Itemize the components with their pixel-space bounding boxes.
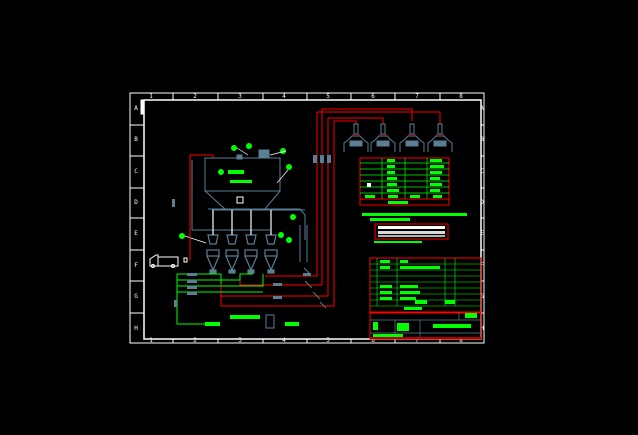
receiving-station <box>370 123 396 152</box>
row-label: D <box>480 199 484 206</box>
row-label: D <box>134 199 138 206</box>
storage-silo <box>191 149 306 240</box>
title-block <box>369 311 482 340</box>
receiving-stations <box>343 123 453 152</box>
column-label: 2 <box>193 93 197 100</box>
legend-table <box>359 157 450 206</box>
row-label: E <box>480 230 484 237</box>
column-label: 3 <box>238 93 242 100</box>
column-label: 5 <box>326 93 330 100</box>
notes-text <box>362 213 467 243</box>
column-label: 5 <box>326 337 330 344</box>
row-label: G <box>480 293 484 300</box>
column-label: 1 <box>149 337 153 344</box>
column-label: 7 <box>415 93 419 100</box>
weighing-hopper <box>264 210 278 274</box>
column-label: 8 <box>459 337 463 344</box>
frame-ticks <box>130 93 484 343</box>
column-labels: 1 1 2 2 3 3 4 4 5 5 6 6 7 7 8 8 <box>149 93 463 344</box>
column-label: 4 <box>282 93 286 100</box>
row-label: A <box>480 105 484 112</box>
row-label: B <box>134 136 138 143</box>
row-label: F <box>480 262 484 269</box>
weighing-hoppers <box>206 210 278 274</box>
valve-symbols <box>299 225 327 309</box>
silo-leader-lines <box>184 147 289 244</box>
silo-fan-icon <box>236 196 244 204</box>
column-label: 7 <box>415 337 419 344</box>
silo-labels <box>179 143 296 243</box>
column-label: 4 <box>282 337 286 344</box>
row-label: E <box>134 230 138 237</box>
column-label: 6 <box>371 337 375 344</box>
red-pipelines <box>189 108 441 307</box>
notes-box <box>374 223 449 240</box>
row-label: B <box>480 136 484 143</box>
row-label: C <box>134 168 138 175</box>
column-label: 8 <box>459 93 463 100</box>
column-label: 2 <box>193 337 197 344</box>
parts-list-table <box>369 257 482 314</box>
weighing-hopper <box>225 210 239 274</box>
tanker-truck <box>149 254 188 268</box>
green-components <box>205 315 299 326</box>
row-label: F <box>134 262 138 269</box>
weighing-hopper <box>244 210 258 274</box>
column-label: 6 <box>371 93 375 100</box>
row-label: H <box>480 325 484 332</box>
row-labels: A A B B C C D D E E F F G G H H <box>134 105 484 332</box>
weighing-hopper <box>206 210 220 274</box>
receiving-station <box>343 123 369 152</box>
row-label: H <box>134 325 138 332</box>
row-label: C <box>480 168 484 175</box>
row-label: G <box>134 293 138 300</box>
column-label: 1 <box>149 93 153 100</box>
column-label: 3 <box>238 337 242 344</box>
receiving-station <box>399 123 425 152</box>
receiving-station <box>427 123 453 152</box>
row-label: A <box>134 105 138 112</box>
blue-components <box>172 155 331 329</box>
